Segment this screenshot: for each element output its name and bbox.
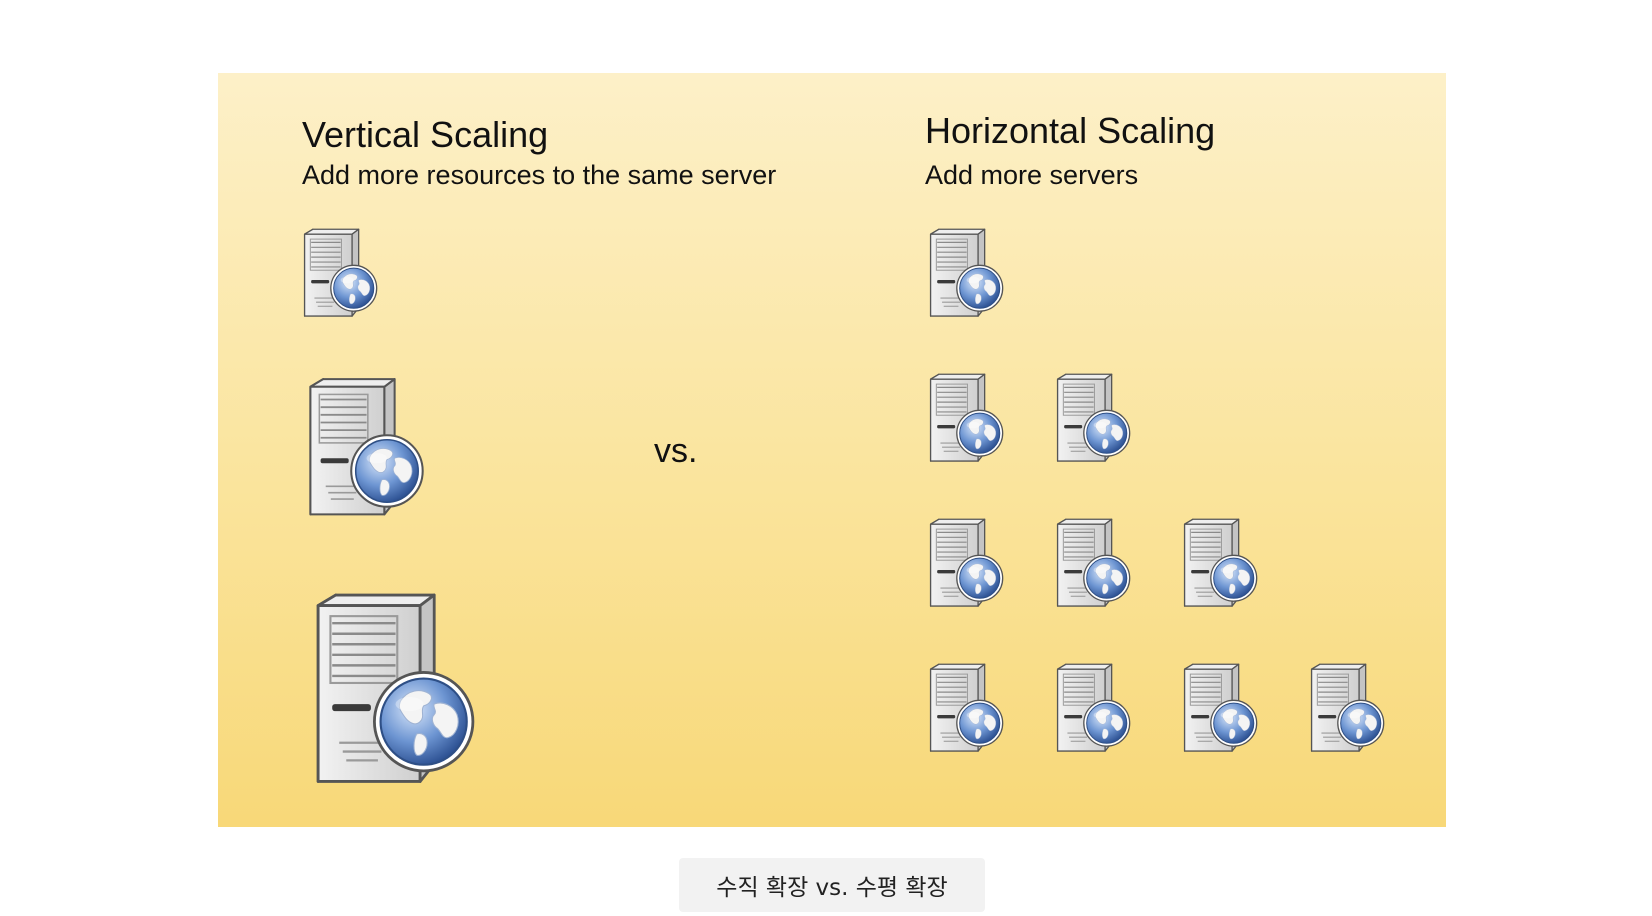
web-server-globe-icon: [1178, 516, 1260, 611]
web-server-globe-icon: [1305, 661, 1387, 756]
horizontal-scaling-subtitle: Add more servers: [925, 160, 1139, 190]
web-server-globe-icon: [924, 516, 1006, 611]
web-server-globe-icon: [1051, 371, 1133, 466]
web-server-globe-icon: [304, 588, 480, 792]
web-server-globe-icon: [1178, 661, 1260, 756]
web-server-globe-icon: [924, 226, 1006, 321]
vertical-scaling-title: Vertical Scaling: [302, 114, 549, 155]
figure-caption-text: 수직 확장 vs. 수평 확장: [716, 875, 948, 901]
horizontal-scaling-title: Horizontal Scaling: [925, 110, 1216, 151]
vertical-scaling-subtitle: Add more resources to the same server: [302, 160, 777, 190]
figure-caption: 수직 확장 vs. 수평 확장: [679, 858, 985, 912]
web-server-globe-icon: [1051, 516, 1133, 611]
web-server-globe-icon: [1051, 661, 1133, 756]
web-server-globe-icon: [300, 374, 428, 522]
vs-label: vs.: [654, 432, 698, 470]
web-server-globe-icon: [924, 661, 1006, 756]
web-server-globe-icon: [924, 371, 1006, 466]
web-server-globe-icon: [298, 226, 380, 321]
